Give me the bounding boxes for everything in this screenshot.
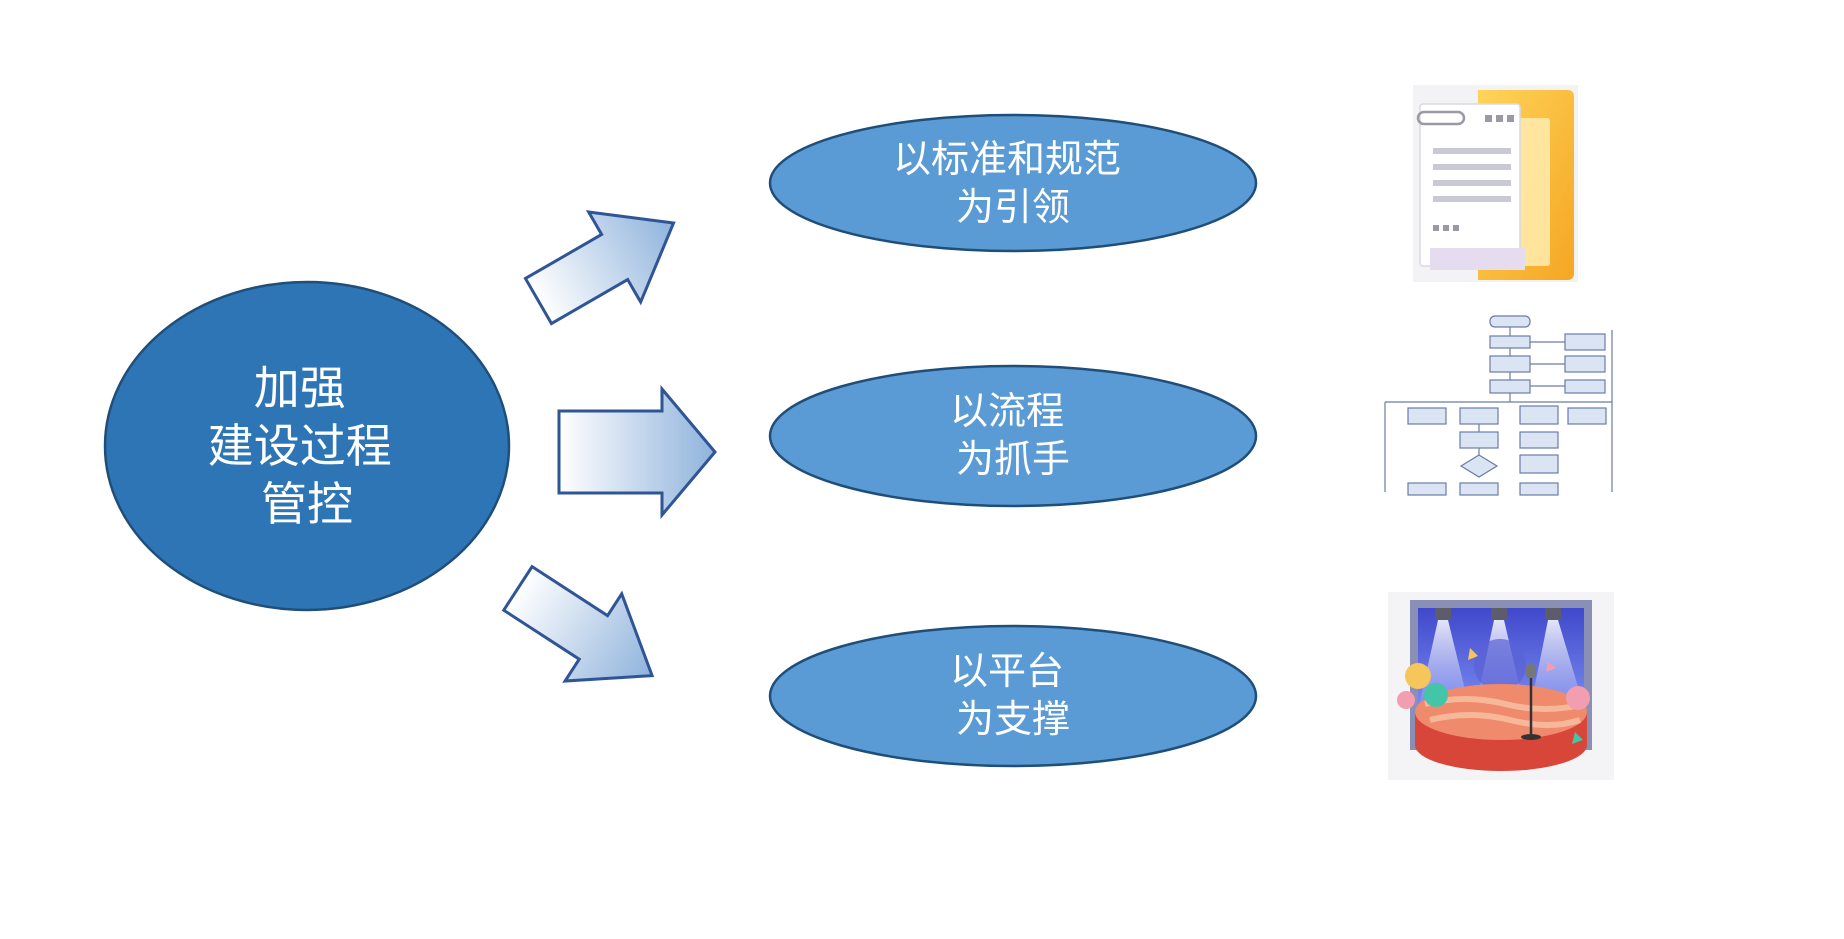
center-label-line: 加强 [254,361,346,415]
center-ellipse [103,280,511,612]
stage-platform-icon [1388,592,1614,780]
node-standards: 以标准和规范 为引领 [768,113,1258,253]
svg-text:加强 建设过程 管控: 加强 建设过程 管控 [208,361,407,531]
node-platform: 以平台 为支撑 [768,624,1258,768]
arrow-down-right [501,564,655,683]
node-ellipse [768,364,1258,508]
document-folder-icon [1413,85,1578,282]
flowchart-icon [1382,315,1618,496]
node-label-line: 以标准和规范 [893,137,1121,181]
center-node: 加强 建设过程 管控 [103,280,511,612]
arrow-right [557,384,717,520]
svg-text:以标准和规范 为引领: 以标准和规范 为引领 [893,137,1133,229]
center-label-line: 管控 [261,477,353,531]
node-label-line: 为支撑 [956,697,1070,741]
node-process: 以流程 为抓手 [768,364,1258,508]
arrow-up-right [523,210,676,326]
svg-text:以平台 为支撑: 以平台 为支撑 [950,649,1076,741]
node-label-line: 为抓手 [956,437,1070,481]
node-label-line: 为引领 [956,185,1070,229]
svg-text:以流程 为抓手: 以流程 为抓手 [950,389,1076,481]
node-ellipse [768,113,1258,253]
node-label-line: 以平台 [950,649,1064,693]
center-label-line: 建设过程 [208,419,392,473]
node-ellipse [768,624,1258,768]
node-label-line: 以流程 [950,389,1064,433]
